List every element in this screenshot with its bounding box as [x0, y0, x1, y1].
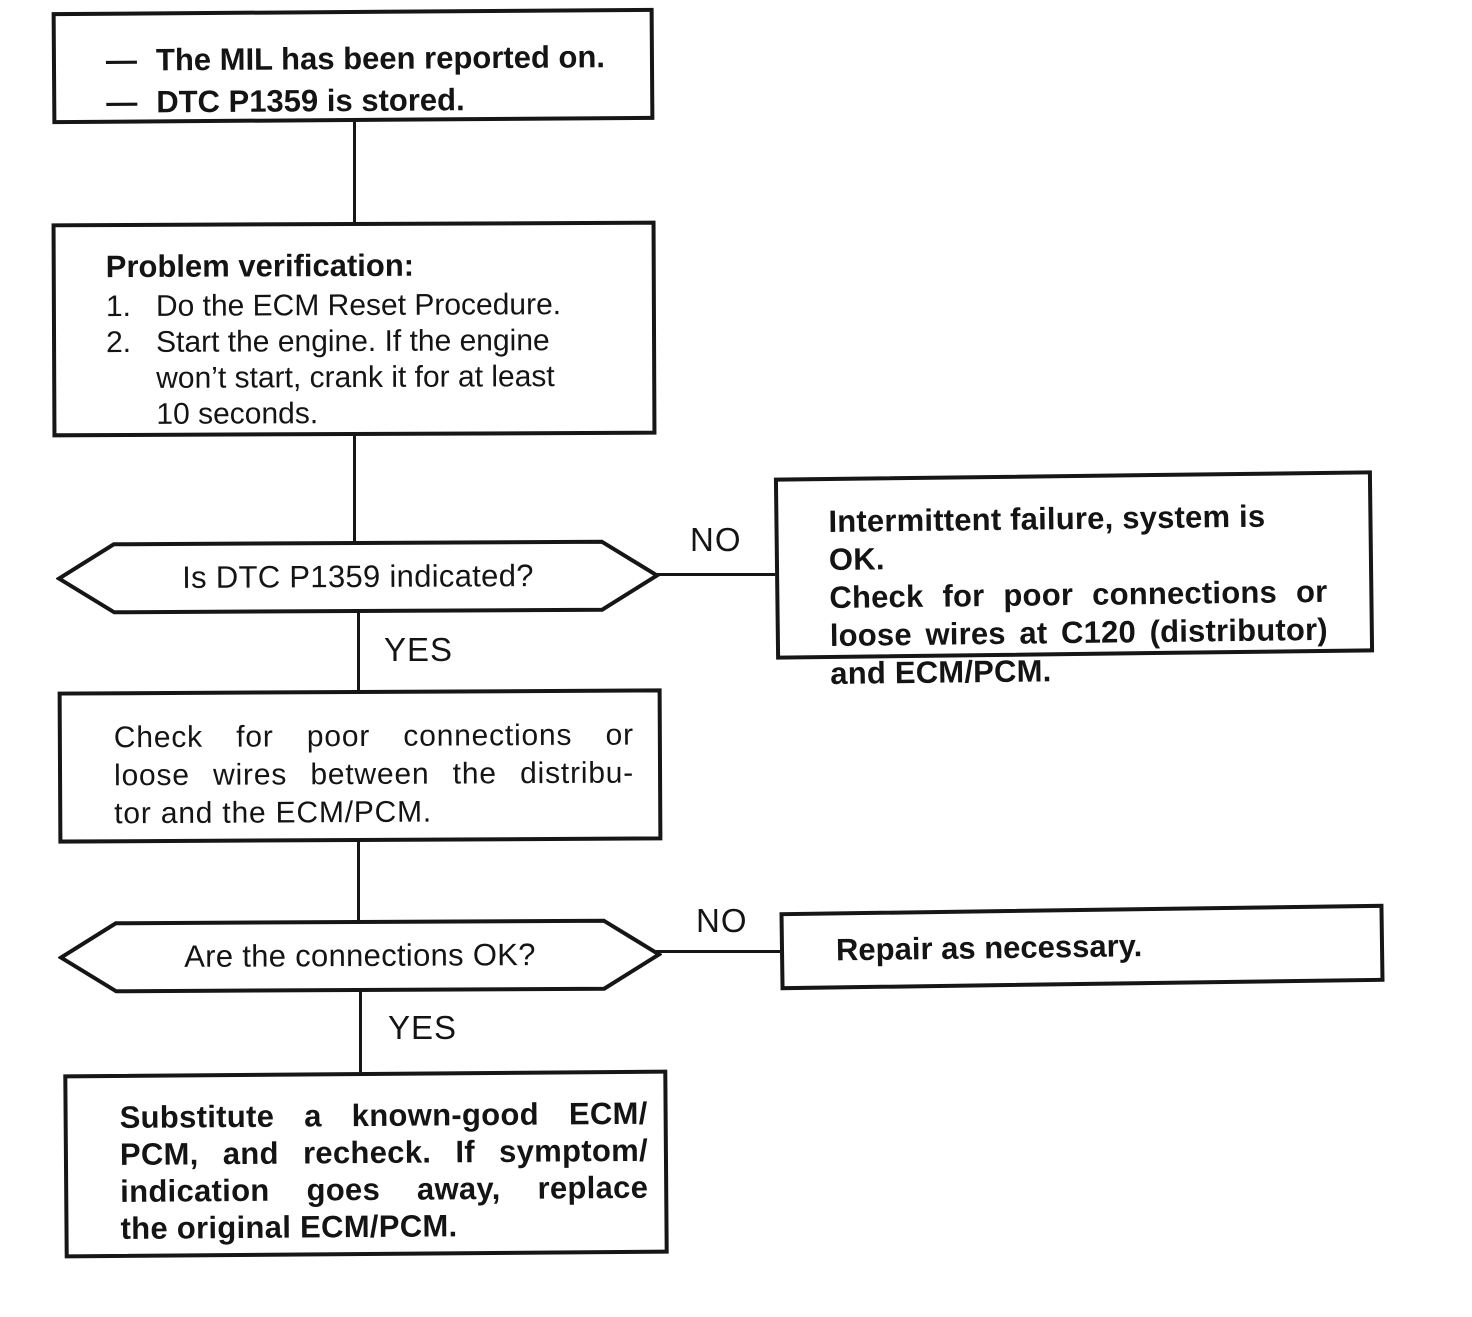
connector-verify-to-decision1 — [353, 434, 356, 544]
substitute-line-3: indication goes away, replace — [120, 1169, 649, 1209]
intermittent-line-4: and ECM/PCM. — [830, 653, 1052, 691]
decision1-no-label: NO — [690, 521, 742, 558]
substitute-line-2: PCM, and recheck. If symptom/ — [119, 1132, 649, 1172]
decision1-node: Is DTC P1359 indicated? — [55, 538, 661, 615]
check-line-1: Check for poor connections or — [113, 718, 634, 755]
decision2-hexagon-shape — [57, 918, 663, 994]
decision1-hexagon-shape — [55, 539, 661, 615]
check-line-3: tor and the ECM/PCM. — [114, 795, 433, 831]
start-line-2-text: DTC P1359 is stored. — [156, 82, 465, 120]
start-line-1: — The MIL has been reported on. — [106, 36, 634, 82]
connector-decision2-no — [656, 950, 784, 953]
start-line-1-text: The MIL has been reported on. — [155, 39, 606, 78]
decision2-yes-label: YES — [388, 1009, 458, 1046]
substitute-line-1: Substitute a known-good ECM/ — [119, 1095, 648, 1135]
verification-step-1: 1. Do the ECM Reset Procedure. — [106, 287, 634, 325]
step-1-number: 1. — [105, 289, 132, 324]
intermittent-failure-node: Intermittent failure, system is OK. Chec… — [773, 470, 1375, 691]
verification-step-2: 2. Start the engine. If the engine won’t… — [106, 323, 634, 433]
decision2-node: Are the connections OK? — [57, 916, 663, 995]
dash-bullet: — — [106, 84, 138, 120]
intermittent-line-1: Intermittent failure, system is OK. — [828, 498, 1266, 577]
step-2-text: Start the engine. If the engine won’t st… — [156, 323, 555, 433]
intermittent-line-3: loose wires at C120 (distributor) — [829, 611, 1329, 653]
substitute-line-4: the original ECM/PCM. — [120, 1208, 458, 1246]
decision2-question: Are the connections OK? — [184, 937, 536, 974]
repair-node: Repair as necessary. — [779, 903, 1385, 991]
check-line-2: loose wires between the distribu- — [113, 756, 635, 793]
step-2-line-2: won’t start, crank it for at least — [156, 360, 555, 395]
connector-check-to-decision2 — [357, 838, 360, 922]
decision1-yes-label: YES — [384, 631, 454, 668]
connector-decision1-yes — [357, 610, 360, 694]
substitute-ecm-node: Substitute a known-good ECM/ PCM, and re… — [63, 1069, 669, 1259]
verification-title: Problem verification: — [105, 247, 415, 285]
start-node: — The MIL has been reported on. — DTC P1… — [51, 7, 655, 125]
connector-decision1-no — [652, 573, 778, 576]
decision1-question: Is DTC P1359 indicated? — [182, 558, 534, 595]
check-connections-node: Check for poor connections or loose wire… — [57, 688, 663, 844]
verification-node: Problem verification: 1. Do the ECM Rese… — [51, 220, 657, 438]
step-2-number: 2. — [105, 325, 132, 360]
step-2-line-1: Start the engine. If the engine — [155, 324, 550, 359]
step-2-line-3: 10 seconds. — [156, 397, 319, 431]
decision2-no-label: NO — [696, 902, 748, 939]
repair-text: Repair as necessary. — [835, 928, 1143, 968]
connector-decision2-yes — [359, 990, 362, 1076]
dash-bullet: — — [105, 42, 138, 78]
step-1-text: Do the ECM Reset Procedure. — [155, 288, 562, 323]
start-line-2: — DTC P1359 is stored. — [106, 78, 634, 124]
connector-start-to-verify — [353, 120, 356, 224]
intermittent-line-2: Check for poor connections or — [829, 573, 1328, 615]
